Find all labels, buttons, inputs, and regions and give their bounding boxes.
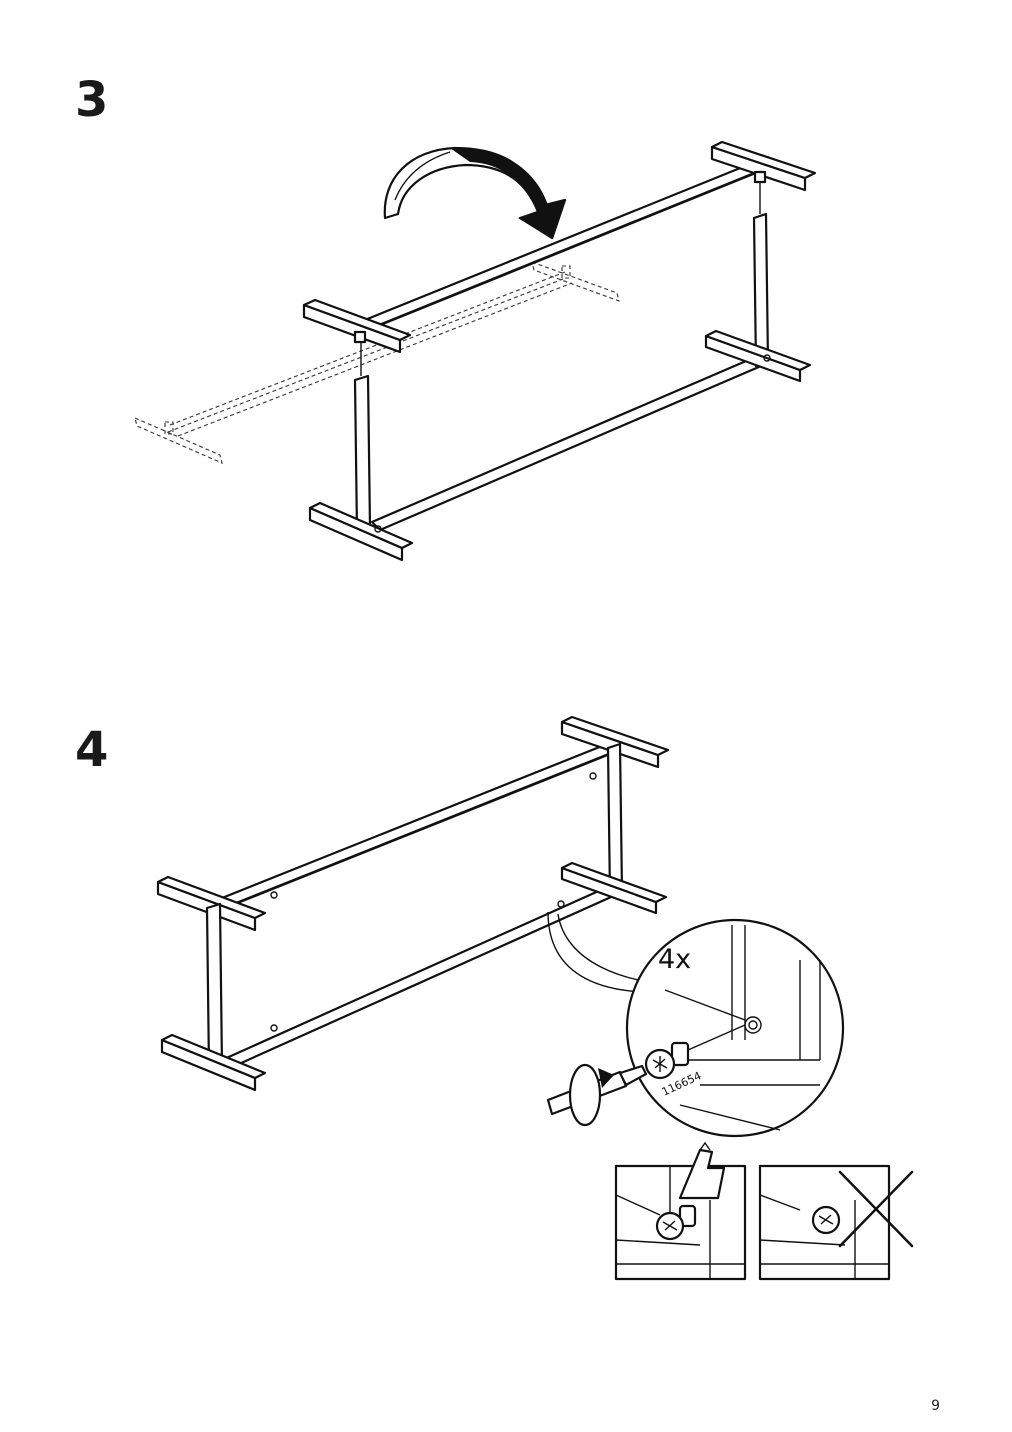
rotate-arrow-icon <box>383 146 567 240</box>
step-4-number: 4 <box>75 722 109 778</box>
page-number: 9 <box>931 1398 940 1414</box>
screw-icon <box>644 1041 690 1080</box>
step-3-illustration <box>134 140 817 562</box>
quantity-label: 4x <box>658 944 691 975</box>
detail-callout <box>546 911 845 1138</box>
step-4-illustration: 4x 116654 <box>156 715 914 1281</box>
step-3-number: 3 <box>75 72 109 128</box>
incorrect-tighten-panel <box>758 1164 914 1281</box>
screwdriver-icon <box>546 1063 648 1127</box>
hand-tighten-icon <box>678 1141 726 1200</box>
cross-icon <box>838 1170 914 1248</box>
correct-tighten-panel <box>614 1141 747 1281</box>
frame-after-rotation <box>302 140 817 562</box>
ghost-frame <box>134 261 620 464</box>
assembled-frame <box>156 715 670 1092</box>
